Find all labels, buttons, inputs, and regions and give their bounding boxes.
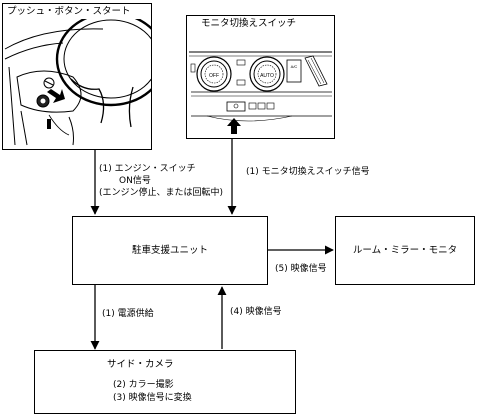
monitor-switch-title: モニタ切換えスイッチ <box>201 18 297 29</box>
monitor-switch-panel: モニタ切換えスイッチ OFF AUTO A/C <box>186 15 335 139</box>
room-mirror-monitor-box: ルーム・ミラー・モニタ <box>335 216 475 285</box>
video-from-camera-label: (4) 映像信号 <box>230 307 282 317</box>
knob-left-label: OFF <box>209 73 219 79</box>
monitor-switch-signal-label: (1) モニタ切換えスイッチ信号 <box>246 167 370 177</box>
ignition-signal-label-1: (1) エンジン・スイッチ <box>99 164 196 174</box>
console-illustration: OFF AUTO A/C <box>189 51 332 134</box>
video-to-mirror-label: (5) 映像信号 <box>275 264 327 274</box>
room-mirror-monitor-label: ルーム・ミラー・モニタ <box>352 245 458 256</box>
push-button-start-panel: プッシュ・ボタン・スタート <box>2 3 152 150</box>
power-supply-label: (1) 電源供給 <box>102 309 154 319</box>
side-camera-step-convert: (3) 映像信号に変換 <box>113 393 192 403</box>
steering-wheel-illustration <box>4 19 151 146</box>
parking-assist-unit-label: 駐車支援ユニット <box>131 245 208 256</box>
ignition-signal-label-3: (エンジン停止、または回転中) <box>99 188 224 198</box>
knob-right-label: AUTO <box>260 73 274 79</box>
ac-button-label: A/C <box>291 64 298 69</box>
side-camera-step-color: (2) カラー撮影 <box>113 380 174 390</box>
side-camera-title: サイド・カメラ <box>107 359 174 370</box>
side-camera-box: サイド・カメラ (2) カラー撮影 (3) 映像信号に変換 <box>34 350 296 414</box>
push-button-title: プッシュ・ボタン・スタート <box>7 6 131 17</box>
ignition-signal-label-2: ON信号 <box>119 176 151 186</box>
parking-assist-unit-box: 駐車支援ユニット <box>72 216 268 285</box>
